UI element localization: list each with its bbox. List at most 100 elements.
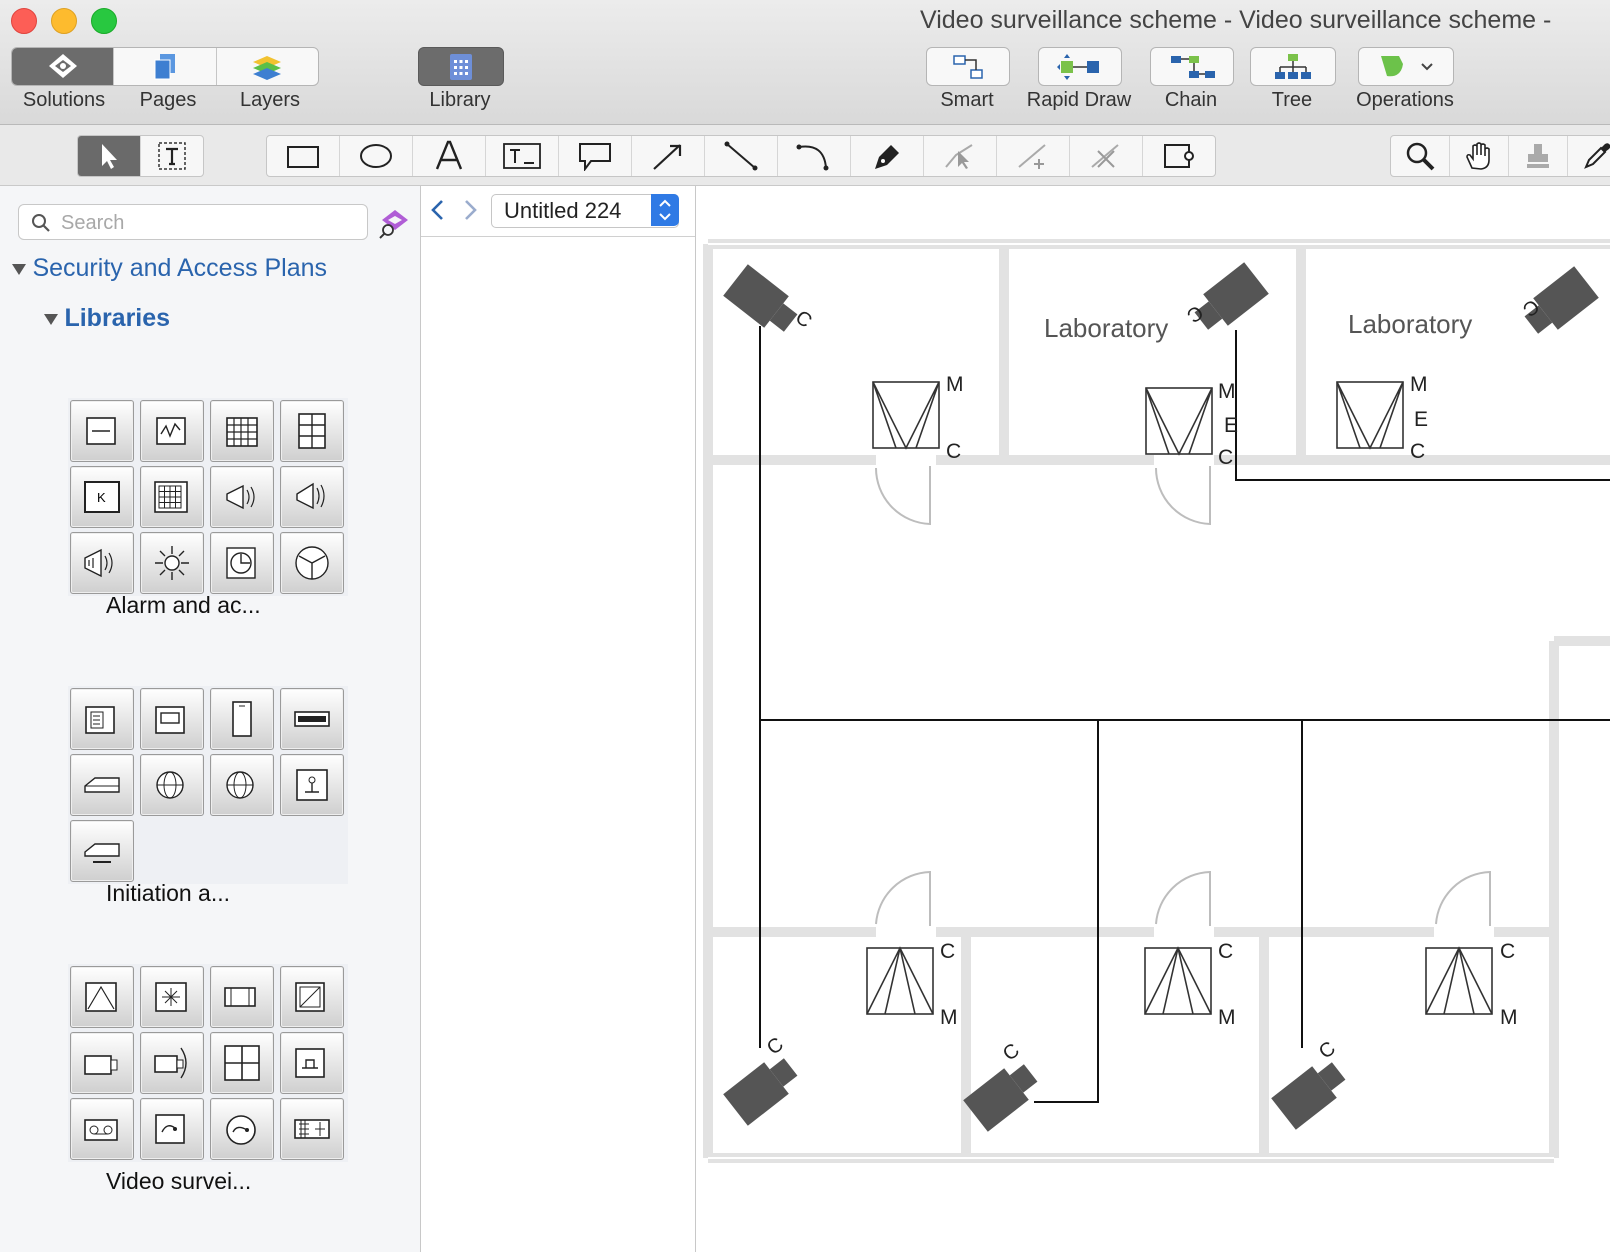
monitor-signal-icon (156, 417, 186, 445)
text-tool-button[interactable] (413, 136, 486, 176)
line-tool-button[interactable] (705, 136, 778, 176)
ptz-camera-icon (154, 1047, 187, 1079)
selection-tools (77, 135, 204, 177)
mark-c: C (1410, 440, 1425, 463)
eyedropper-tool-button[interactable] (1568, 136, 1610, 176)
walls (703, 239, 1610, 1163)
solutions-icon (48, 53, 77, 78)
gauge-icon (226, 1115, 256, 1145)
callout-icon (579, 143, 611, 171)
arrow-line-icon (653, 144, 682, 170)
close-window-button[interactable] (11, 8, 37, 34)
monitor-p-icon (295, 1048, 325, 1078)
rectangle-tool-button[interactable] (267, 136, 340, 176)
pages-label: Pages (139, 89, 197, 111)
library-shape (210, 400, 274, 462)
callout-tool-button[interactable] (559, 136, 632, 176)
text-block-icon (503, 143, 541, 169)
layers-button[interactable] (217, 48, 318, 85)
solutions-button[interactable] (12, 48, 115, 85)
smart-label: Smart (940, 89, 994, 111)
layers-icon (253, 55, 282, 80)
minimize-window-button[interactable] (51, 8, 77, 34)
smart-button[interactable] (926, 47, 1010, 86)
add-point-icon (1018, 144, 1046, 169)
stamp-tool-button[interactable] (1509, 136, 1568, 176)
up-down-chevron-icon (659, 199, 671, 221)
smart-connector-icon (953, 54, 983, 79)
page-navigator: Untitled 224 (421, 186, 695, 237)
shape-tools (266, 135, 1216, 177)
rapid-draw-button[interactable] (1038, 47, 1122, 86)
drawing-tools-bar (0, 125, 1610, 186)
page-select-stepper[interactable] (651, 194, 679, 226)
horn-speaker-icon (296, 482, 325, 510)
search-icon (32, 214, 50, 232)
wall-inner-lines (708, 243, 1610, 1159)
library-shape (280, 1098, 344, 1160)
library-shape (140, 754, 204, 816)
person-box-icon (296, 769, 328, 801)
chain-icon (1171, 55, 1215, 78)
mark-m: M (1500, 1006, 1518, 1029)
line-icon (724, 141, 758, 171)
select-tool-button[interactable] (78, 136, 141, 176)
disclosure-triangle-icon (44, 313, 58, 325)
zoom-tool-button[interactable] (1391, 136, 1450, 176)
reader-marks: M C M E C M E C C M C M C M (940, 373, 1518, 1029)
view-switcher (11, 47, 319, 86)
detector-b-icon (155, 706, 185, 734)
text-box-select-icon (158, 142, 186, 170)
solution-tree-item[interactable]: Security and Access Plans (10, 254, 327, 283)
library-icon (450, 53, 472, 80)
library-shape (140, 966, 204, 1028)
pen-tool-button[interactable] (851, 136, 924, 176)
mark-m: M (946, 373, 964, 396)
container-icon (1164, 144, 1194, 168)
zoom-window-button[interactable] (91, 8, 117, 34)
pages-button[interactable] (114, 48, 217, 85)
library-thumbnail-video[interactable] (68, 964, 348, 1162)
mat-sensor-icon (84, 843, 120, 863)
previous-page-button[interactable] (427, 198, 449, 222)
chain-button[interactable] (1150, 47, 1234, 86)
timer-icon (226, 547, 256, 579)
mark-m: M (940, 1006, 958, 1029)
text-select-tool-button[interactable] (141, 136, 203, 176)
tree-label: Tree (1271, 89, 1313, 111)
drawing-canvas[interactable]: C C C C C C Laboratory Laboratory M C M … (696, 186, 1610, 1252)
library-shape (280, 1032, 344, 1094)
page-select[interactable]: Untitled 224 (491, 194, 679, 228)
solutions-browser-icon (379, 210, 408, 239)
insert-container-tool-button[interactable] (1143, 136, 1215, 176)
window-grid-icon (298, 413, 326, 449)
next-page-button[interactable] (459, 198, 481, 222)
quad-view-icon (224, 1045, 260, 1081)
delete-point-tool-button[interactable] (1070, 136, 1143, 176)
library-button[interactable] (418, 47, 504, 86)
library-thumbnail-alarm[interactable]: K (68, 398, 348, 596)
search-input[interactable] (59, 209, 363, 237)
column-icon (232, 701, 252, 737)
tree-button[interactable] (1250, 47, 1336, 86)
operations-button[interactable] (1358, 47, 1454, 86)
add-point-tool-button[interactable] (997, 136, 1070, 176)
pan-tool-button[interactable] (1450, 136, 1509, 176)
sensor-star-icon (155, 982, 187, 1012)
edit-points-tool-button[interactable] (924, 136, 997, 176)
solution-browser-button[interactable] (378, 206, 412, 240)
libraries-tree-item[interactable]: Libraries (42, 304, 170, 333)
mark-c: C (1218, 940, 1233, 963)
svg-text:K: K (97, 490, 106, 505)
ellipse-tool-button[interactable] (340, 136, 413, 176)
arrow-line-tool-button[interactable] (632, 136, 705, 176)
text-block-tool-button[interactable] (486, 136, 559, 176)
mark-e: E (1224, 414, 1238, 437)
switcher-icon (294, 1119, 330, 1139)
library-thumbnail-initiation[interactable] (68, 686, 348, 884)
arc-tool-button[interactable] (778, 136, 851, 176)
monitor-v-icon (295, 982, 325, 1012)
library-shape (210, 754, 274, 816)
library-shape (280, 466, 344, 528)
pen-icon (875, 145, 899, 169)
